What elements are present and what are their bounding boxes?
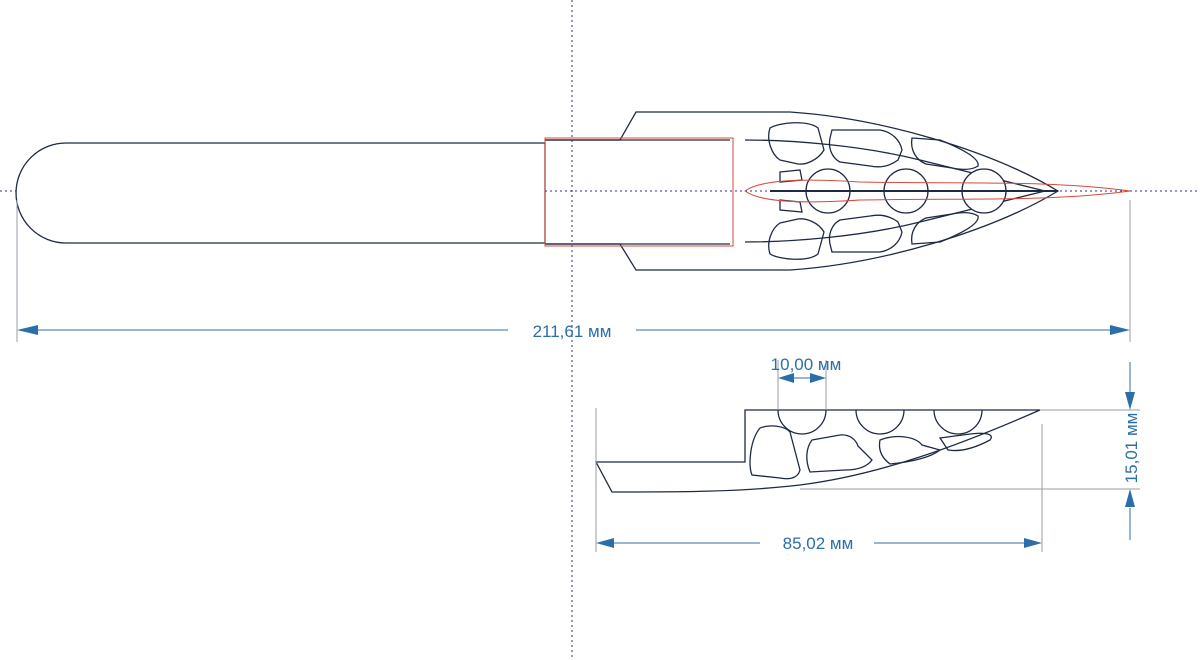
cutout-pocket	[828, 129, 903, 168]
arrowhead	[1024, 538, 1042, 548]
arrowhead	[810, 373, 826, 383]
blade-side-view	[594, 409, 1041, 493]
half-hole	[933, 409, 983, 435]
dimension-overall-length	[16, 200, 1131, 342]
blade-side-outline	[594, 409, 1041, 493]
cutout-pocket	[910, 137, 979, 170]
cutout-pocket	[910, 212, 979, 245]
tip-overlay	[744, 179, 1131, 203]
dimension-label-blade-height: 15,01 мм	[1122, 413, 1141, 484]
side-cutout	[749, 425, 801, 480]
side-cutout	[938, 432, 992, 452]
dimension-label-hole-spacing: 10,00 мм	[771, 355, 842, 374]
half-hole	[855, 409, 905, 435]
red-overlay	[544, 137, 1131, 247]
dimension-label-blade-length: 85,02 мм	[783, 534, 854, 553]
side-cutout	[806, 434, 873, 473]
arrowhead	[596, 538, 614, 548]
half-hole	[777, 409, 827, 435]
arrowhead	[1125, 489, 1135, 507]
cutout-pocket	[768, 218, 825, 260]
arrowhead	[1125, 392, 1135, 410]
cutout-pocket	[828, 214, 903, 253]
cutout-pocket	[768, 122, 825, 165]
ferrule-overlay	[544, 137, 734, 247]
side-view-extension-lines	[595, 360, 1140, 552]
arrowhead	[778, 373, 794, 383]
dimension-label-overall-length: 211,61 мм	[533, 322, 612, 341]
arrowhead	[1110, 325, 1130, 335]
side-cutout	[878, 435, 942, 465]
handle-outline	[15, 142, 546, 244]
arrowhead	[17, 325, 38, 335]
